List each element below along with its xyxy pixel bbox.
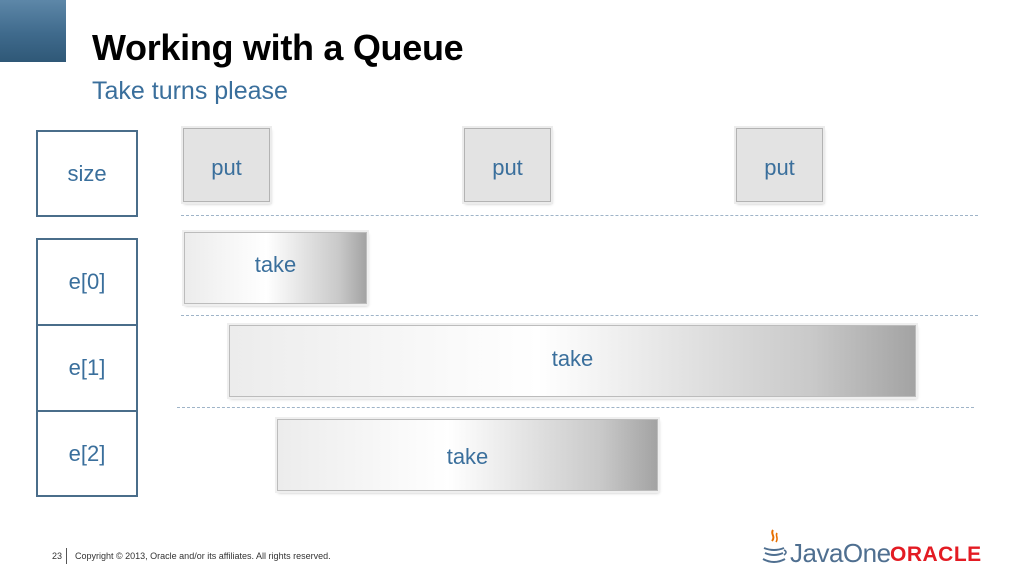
take-label-2: take <box>551 346 594 371</box>
copyright-text: Copyright © 2013, Oracle and/or its affi… <box>75 551 331 561</box>
cell-e0-label: e[0] <box>68 269 106 294</box>
put-box-1: put <box>183 128 270 202</box>
cell-e0: e[0] <box>36 238 138 326</box>
row-separator-3 <box>177 407 974 408</box>
put-label-3: put <box>764 155 795 180</box>
corner-accent-block <box>0 0 66 62</box>
cell-size: size <box>36 130 138 217</box>
oracle-logo: ORACLE <box>890 543 982 566</box>
cell-e1: e[1] <box>36 324 138 412</box>
row-separator-2 <box>181 315 978 316</box>
cell-size-label: size <box>67 160 107 186</box>
javaone-logo: JavaOne <box>760 528 891 568</box>
put-label-2: put <box>492 155 523 180</box>
put-box-2: put <box>464 128 551 202</box>
take-bar-1: take <box>184 232 367 304</box>
take-label-1: take <box>254 252 297 277</box>
slide-title: Working with a Queue <box>92 27 464 68</box>
java-cup-icon <box>762 529 787 563</box>
take-bar-2: take <box>229 325 916 397</box>
javaone-wordmark: JavaOne <box>790 538 891 568</box>
take-bar-3: take <box>277 419 658 491</box>
cell-e2-label: e[2] <box>68 440 106 466</box>
slide-number: 23 <box>52 551 63 561</box>
take-label-3: take <box>446 444 489 469</box>
row-separator-1 <box>181 215 978 216</box>
put-label-1: put <box>211 155 242 180</box>
cell-e1-label: e[1] <box>68 355 106 380</box>
footer-divider <box>66 548 67 564</box>
slide-subtitle: Take turns please <box>92 77 288 105</box>
cell-e2: e[2] <box>36 410 138 497</box>
put-box-3: put <box>736 128 823 202</box>
